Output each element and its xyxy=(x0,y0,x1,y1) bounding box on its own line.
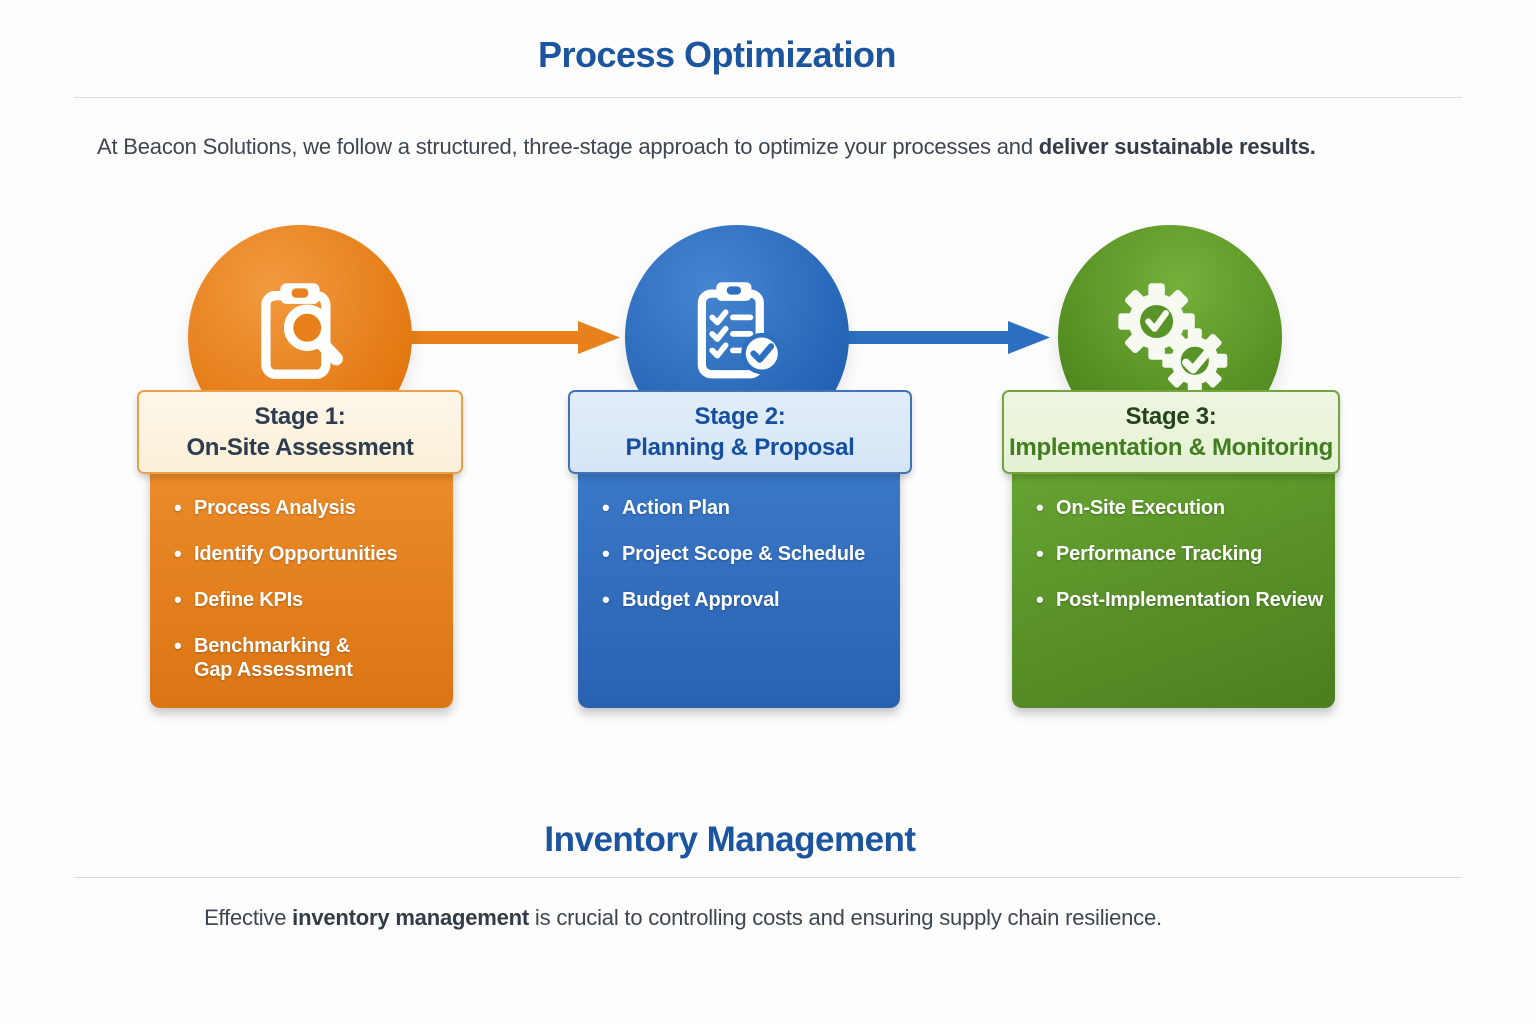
list-item: On-Site Execution xyxy=(1036,496,1321,521)
stage1-subtitle: On-Site Assessment xyxy=(186,434,414,461)
stage2-subtitle: Planning & Proposal xyxy=(625,434,855,461)
arrow-stage2-to-stage3 xyxy=(845,321,1050,354)
bullet-dot xyxy=(602,496,622,521)
list-item: Budget Approval xyxy=(602,588,886,613)
stage2-title: Stage 2: xyxy=(694,403,786,430)
bullet-dot xyxy=(1036,496,1056,521)
bullet-dot xyxy=(602,542,622,567)
stage2-bullet-list: Action Plan Project Scope & Schedule Bud… xyxy=(578,452,900,613)
list-item: Define KPIs xyxy=(174,588,439,613)
bullet-text: Post-Implementation Review xyxy=(1056,589,1324,611)
bullet-text: Process Analysis xyxy=(194,497,356,519)
list-item: Project Scope & Schedule xyxy=(602,542,886,567)
bullet-dot xyxy=(602,588,622,613)
stage1-bullet-list: Process Analysis Identify Opportunities … xyxy=(150,452,453,682)
top-divider xyxy=(74,97,1462,98)
bullet-text: Performance Tracking xyxy=(1056,543,1263,565)
list-item: Post-Implementation Review xyxy=(1036,588,1324,613)
bullet-text: Identify Opportunities xyxy=(194,543,398,565)
list-item: Identify Opportunities xyxy=(174,542,439,567)
list-item: Action Plan xyxy=(602,496,886,521)
intro-text-normal: At Beacon Solutions, we follow a structu… xyxy=(97,134,1039,159)
stage1-title: Stage 1: xyxy=(254,403,346,430)
clipboard-magnifier-icon xyxy=(261,283,343,379)
list-item: Benchmarking & Gap Assessment xyxy=(174,634,439,682)
bullet-dot xyxy=(1036,588,1056,613)
stage3-subtitle: Implementation & Monitoring xyxy=(1009,434,1333,461)
list-item: Process Analysis xyxy=(174,496,439,521)
intro-text-bold: deliver sustainable results. xyxy=(1038,134,1316,159)
gears-check-icon xyxy=(1118,283,1228,394)
inventory-text-prefix: Effective xyxy=(204,905,293,930)
bullet-text: Budget Approval xyxy=(622,589,780,611)
stage3-header: Stage 3: Implementation & Monitoring xyxy=(1002,390,1340,474)
intro-text: At Beacon Solutions, we follow a structu… xyxy=(97,134,1316,160)
bottom-divider xyxy=(74,877,1462,878)
bullet-dot xyxy=(174,542,194,567)
inventory-management-text: Effective inventory management is crucia… xyxy=(204,905,1162,931)
stage1-header: Stage 1: On-Site Assessment xyxy=(137,390,463,474)
list-item: Performance Tracking xyxy=(1036,542,1321,567)
bullet-dot xyxy=(174,634,194,659)
bullet-text: Action Plan xyxy=(622,497,730,519)
arrow-stage1-to-stage2 xyxy=(408,321,620,354)
bullet-text: On-Site Execution xyxy=(1056,497,1225,519)
bullet-text: Define KPIs xyxy=(194,589,303,611)
stage3-title: Stage 3: xyxy=(1125,403,1217,430)
bullet-text: Benchmarking & Gap Assessment xyxy=(194,635,353,681)
stage2-body: Action Plan Project Scope & Schedule Bud… xyxy=(578,452,900,708)
bullet-dot xyxy=(174,588,194,613)
stage1-body: Process Analysis Identify Opportunities … xyxy=(150,452,453,708)
inventory-text-bold: inventory management xyxy=(292,905,530,930)
page-title: Process Optimization xyxy=(537,34,897,75)
stage3-bullet-list: On-Site Execution Performance Tracking P… xyxy=(1012,452,1335,613)
stage3-body: On-Site Execution Performance Tracking P… xyxy=(1012,452,1335,708)
bullet-text: Project Scope & Schedule xyxy=(622,543,866,565)
inventory-text-suffix: is crucial to controlling costs and ensu… xyxy=(529,905,1162,930)
bullet-dot xyxy=(174,496,194,521)
bullet-dot xyxy=(1036,542,1056,567)
checklist-check-icon xyxy=(697,282,783,379)
stage2-header: Stage 2: Planning & Proposal xyxy=(568,390,912,474)
inventory-management-title: Inventory Management xyxy=(544,820,916,859)
